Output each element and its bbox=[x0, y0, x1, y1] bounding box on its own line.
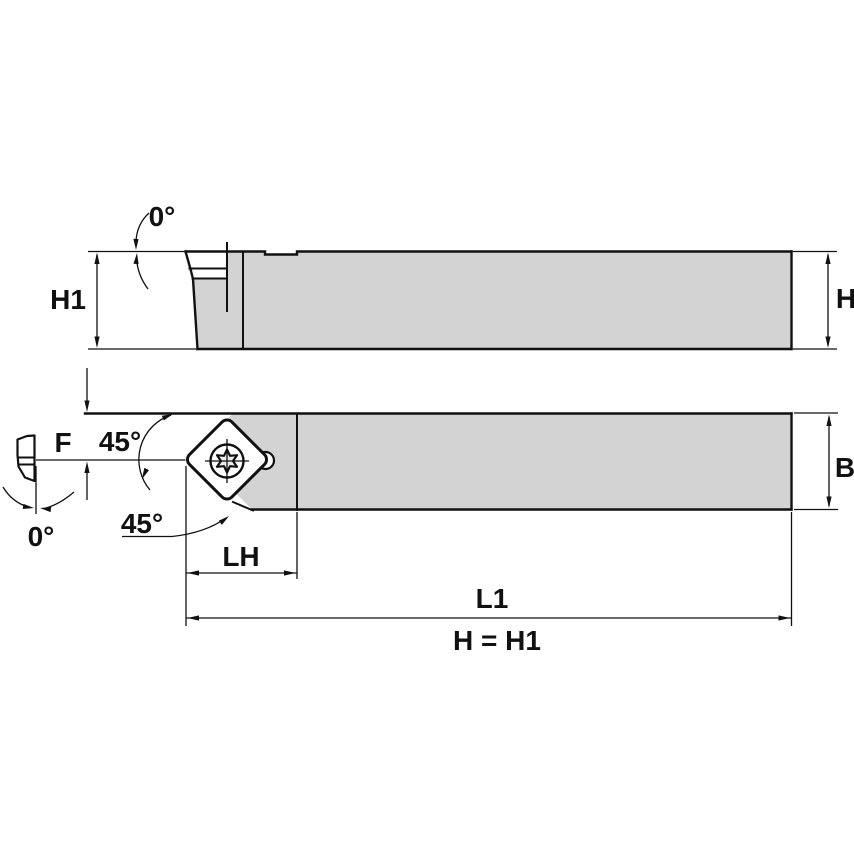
inclination-angle-label: 0° bbox=[28, 521, 55, 552]
l1-label: L1 bbox=[476, 583, 509, 614]
h1-arrow-down bbox=[94, 336, 100, 348]
h-label: H bbox=[836, 283, 854, 314]
dimension-lh: LH bbox=[185, 466, 298, 626]
end-angle-label: 45° bbox=[121, 508, 163, 539]
end-angle-arrow bbox=[218, 516, 229, 525]
insert-cross-section-symbol bbox=[16, 434, 37, 514]
side-view-top-edge bbox=[184, 250, 793, 256]
plan-view-front-chamfer bbox=[231, 500, 255, 512]
dimension-h: H bbox=[793, 250, 854, 350]
rake-arrow-up bbox=[133, 253, 139, 265]
f-arrow-up bbox=[84, 461, 90, 473]
clamp-screw bbox=[205, 439, 249, 483]
lead-angle-arrow-top bbox=[161, 414, 173, 421]
inclination-arrow-right bbox=[22, 503, 34, 510]
lead-angle-arrow-bottom bbox=[142, 467, 150, 479]
h-equals-h1-note: H = H1 bbox=[453, 625, 541, 656]
b-label: B bbox=[835, 452, 854, 483]
rake-arc-lower bbox=[136, 262, 149, 290]
h-arrow-down bbox=[825, 336, 831, 348]
callout-end-cutting-angle: 45° bbox=[121, 508, 229, 539]
l1-arrow-right bbox=[778, 615, 790, 621]
side-view-front-edge bbox=[184, 250, 199, 351]
f-label: F bbox=[54, 427, 71, 458]
lh-arrow-right bbox=[284, 570, 296, 576]
lead-angle-arc bbox=[138, 414, 172, 491]
h-arrow-up bbox=[825, 252, 831, 264]
lead-angle-label: 45° bbox=[99, 426, 141, 457]
inclination-arrow-left bbox=[40, 506, 52, 513]
b-arrow-up bbox=[826, 414, 832, 426]
dimension-l1: L1 H = H1 bbox=[186, 512, 793, 656]
l1-arrow-left bbox=[187, 615, 199, 621]
h1-arrow-up bbox=[94, 252, 100, 264]
side-view-body-fill bbox=[193, 252, 791, 348]
lh-arrow-left bbox=[187, 570, 199, 576]
rake-angle-label: 0° bbox=[149, 201, 176, 232]
plan-view-body-fill bbox=[194, 413, 791, 510]
inclination-arc-right bbox=[45, 491, 75, 509]
f-arrow-down bbox=[84, 400, 90, 412]
rake-arrow-down bbox=[133, 238, 139, 250]
plan-view bbox=[16, 412, 793, 514]
callout-lead-angle: 45° bbox=[99, 414, 173, 491]
dimension-f: F bbox=[54, 368, 90, 500]
dimension-h1: H1 bbox=[50, 250, 196, 350]
lh-label: LH bbox=[222, 541, 259, 572]
h1-label: H1 bbox=[50, 284, 86, 315]
rake-arc-upper bbox=[135, 212, 150, 242]
side-view bbox=[184, 242, 793, 351]
dimension-b: B bbox=[794, 412, 854, 511]
inclination-arc-left bbox=[2, 486, 29, 508]
callout-back-rake-angle: 0° bbox=[133, 201, 176, 290]
callout-inclination-angle: 0° bbox=[2, 486, 75, 552]
b-arrow-down bbox=[826, 496, 832, 508]
